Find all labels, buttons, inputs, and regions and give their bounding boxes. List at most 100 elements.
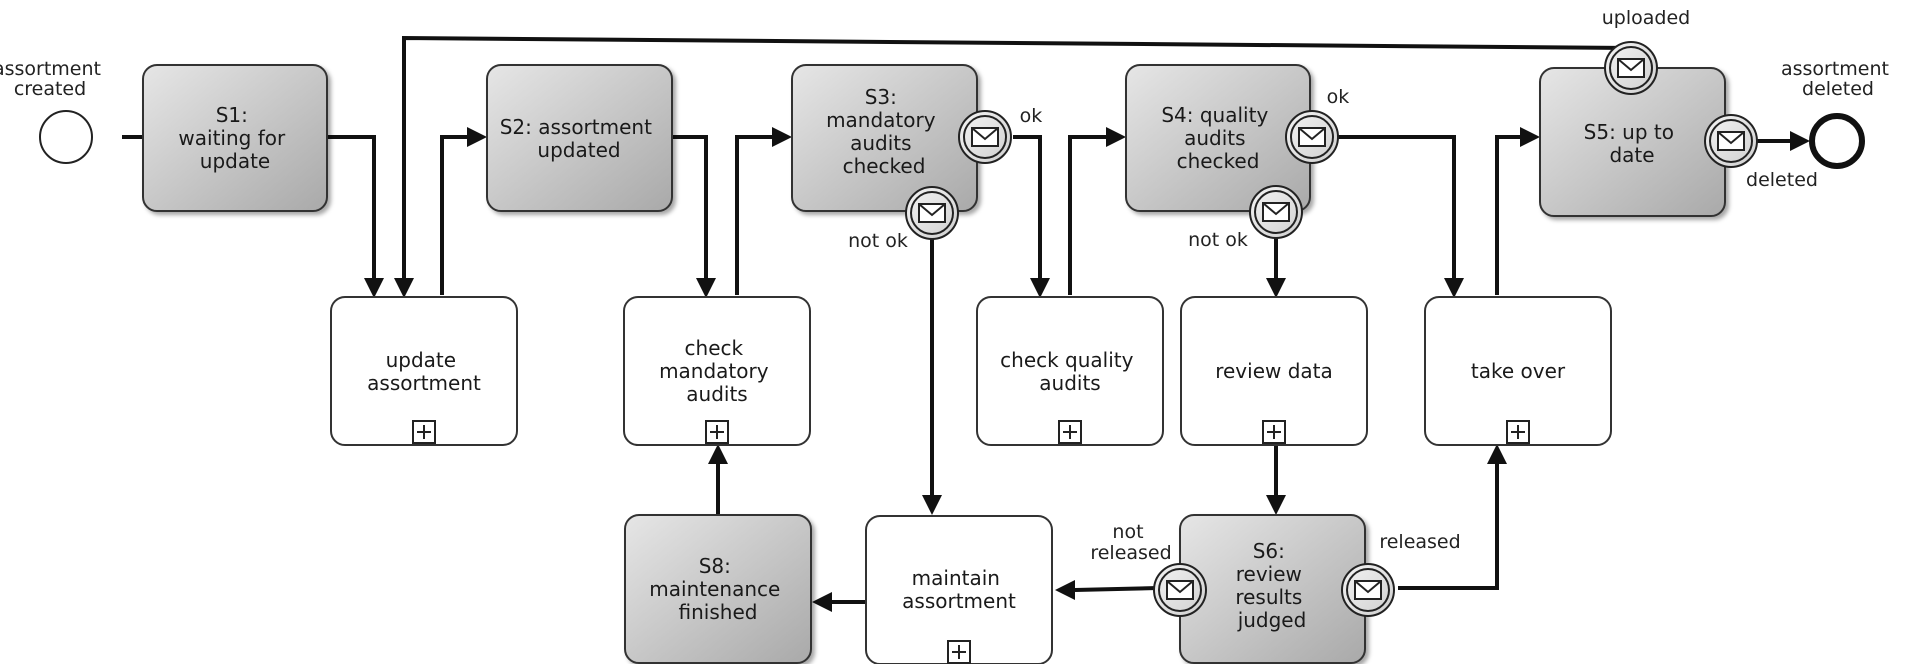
- svg-text:update assortment: update assortment: [367, 348, 481, 395]
- s4-not-ok-label: not ok: [1188, 229, 1248, 251]
- state-s2[interactable]: S2: assortment updated: [486, 64, 673, 212]
- state-s2-line-2: updated: [537, 138, 620, 162]
- subprocess-marker-icon[interactable]: [1058, 420, 1082, 444]
- arrowhead-end: [1790, 131, 1810, 151]
- svg-text:S5: up to date: S5: up to date: [1584, 120, 1681, 167]
- flow-check-mandatory-to-s3: [735, 135, 772, 295]
- arrowhead-update-b: [394, 278, 414, 298]
- s6-not-released-label: not released: [1090, 521, 1171, 564]
- arrowhead-update-a: [364, 278, 384, 298]
- message-event-s4-not-ok[interactable]: [1249, 185, 1303, 239]
- task-check-quality-audits[interactable]: check quality audits: [976, 296, 1164, 446]
- state-s4-line-3: checked: [1177, 149, 1260, 173]
- message-event-s6-released[interactable]: [1341, 563, 1395, 617]
- arrowhead-s6: [1266, 495, 1286, 515]
- envelope-icon: [1166, 580, 1194, 600]
- s6-released-label: released: [1379, 531, 1460, 553]
- envelope-icon: [918, 203, 946, 223]
- arrowhead-maintain-left: [1055, 580, 1075, 600]
- state-s1-line-1: S1:: [216, 103, 248, 127]
- state-s4-line-1: S4: quality: [1161, 103, 1268, 127]
- subprocess-marker-icon[interactable]: [947, 640, 971, 664]
- arrowhead-review: [1266, 278, 1286, 298]
- task-review-data[interactable]: review data: [1180, 296, 1368, 446]
- envelope-icon: [1617, 58, 1645, 78]
- task-check-mandatory-line-1: check: [685, 336, 744, 360]
- arrowhead-check-mandatory: [696, 278, 716, 298]
- subprocess-marker-icon[interactable]: [1262, 420, 1286, 444]
- subprocess-marker-icon[interactable]: [705, 420, 729, 444]
- flow-uploaded-to-update: [402, 35, 1632, 278]
- message-event-s3-ok[interactable]: [958, 110, 1012, 164]
- arrowhead-s5: [1520, 127, 1540, 147]
- start-event-label: assortment created: [0, 58, 107, 100]
- end-label-line-2: deleted: [1802, 78, 1874, 100]
- state-s5[interactable]: S5: up to date: [1539, 67, 1726, 217]
- flow-s3-ok-to-check-quality: [1013, 135, 1042, 278]
- task-check-mandatory-line-2: mandatory: [659, 359, 769, 383]
- flow-s6-notreleased-to-maintain: [1074, 586, 1159, 592]
- end-event[interactable]: [1809, 113, 1865, 169]
- message-event-s5-deleted[interactable]: [1704, 114, 1758, 168]
- message-event-s5-uploaded[interactable]: [1604, 41, 1658, 95]
- svg-text:review data: review data: [1215, 359, 1333, 383]
- svg-text:check quality audits: check quality audits: [1000, 348, 1140, 395]
- task-check-quality-line-1: check quality: [1000, 348, 1133, 372]
- message-event-s6-not-released[interactable]: [1153, 563, 1207, 617]
- state-s6-line-3: results: [1235, 585, 1302, 609]
- svg-text:S2: assortment updated: S2: assortment updated: [500, 115, 659, 162]
- envelope-icon: [1262, 202, 1290, 222]
- state-s6-line-4: judged: [1237, 608, 1307, 632]
- state-s3-line-1: S3:: [865, 85, 897, 109]
- task-update-line-2: assortment: [367, 371, 481, 395]
- task-take-over[interactable]: take over: [1424, 296, 1612, 446]
- svg-text:S4: quality audits: S4: quality audits checked: [1161, 103, 1274, 173]
- start-event[interactable]: [39, 110, 93, 164]
- state-s6-line-1: S6:: [1253, 539, 1285, 563]
- task-check-mandatory-audits[interactable]: check mandatory audits: [623, 296, 811, 446]
- arrowhead-s3: [772, 127, 792, 147]
- flow-s4-ok-to-take-over: [1334, 135, 1456, 278]
- state-s4-line-2: audits: [1184, 126, 1245, 150]
- envelope-icon: [971, 127, 999, 147]
- state-s6[interactable]: S6: review results judged: [1179, 514, 1366, 664]
- start-label-line-1: assortment: [0, 58, 101, 80]
- envelope-icon: [1298, 127, 1326, 147]
- arrowhead-check-quality: [1030, 278, 1050, 298]
- flow-s6-released-to-take-over: [1398, 464, 1499, 590]
- flow-take-over-to-s5: [1495, 135, 1520, 295]
- state-s4[interactable]: S4: quality audits checked: [1125, 64, 1311, 212]
- task-maintain-assortment[interactable]: maintain assortment: [865, 515, 1053, 664]
- svg-text:take over: take over: [1471, 359, 1566, 383]
- task-maintain-line-2: assortment: [902, 589, 1016, 613]
- message-event-s4-ok[interactable]: [1285, 110, 1339, 164]
- arrowhead-take-over: [1444, 278, 1464, 298]
- state-s1[interactable]: S1: waiting for update: [142, 64, 328, 212]
- task-check-quality-line-2: audits: [1039, 371, 1100, 395]
- not-released-line-2: released: [1090, 542, 1171, 564]
- subprocess-marker-icon[interactable]: [412, 420, 436, 444]
- state-s5-line-2: date: [1609, 143, 1654, 167]
- task-review-line-1: review data: [1215, 359, 1333, 383]
- message-event-s3-not-ok[interactable]: [905, 186, 959, 240]
- s3-ok-label: ok: [1020, 105, 1043, 127]
- state-s8-line-1: S8:: [699, 554, 731, 578]
- svg-text:S8: maintenance fi: S8: maintenance finished: [649, 554, 786, 624]
- state-s3-line-4: checked: [843, 154, 926, 178]
- task-update-assortment[interactable]: update assortment: [330, 296, 518, 446]
- state-s1-line-2: waiting for: [178, 126, 286, 150]
- svg-text:S6: review results: S6: review results judged: [1235, 539, 1308, 632]
- arrowhead-check-mandatory-up: [708, 444, 728, 464]
- uploaded-label: uploaded: [1602, 7, 1690, 29]
- arrowhead-s4: [1106, 127, 1126, 147]
- flow-s2-to-check-mandatory: [672, 135, 708, 278]
- state-s1-line-3: update: [200, 149, 270, 173]
- task-take-over-line-1: take over: [1471, 359, 1566, 383]
- s4-ok-label: ok: [1327, 86, 1350, 108]
- svg-text:maintain assortment: maintain assortment: [902, 566, 1016, 613]
- deleted-label: deleted: [1746, 169, 1818, 191]
- state-s8[interactable]: S8: maintenance finished: [624, 514, 812, 664]
- subprocess-marker-icon[interactable]: [1506, 420, 1530, 444]
- state-s3[interactable]: S3: mandatory audits checked: [791, 64, 978, 212]
- state-s3-line-2: mandatory: [826, 108, 936, 132]
